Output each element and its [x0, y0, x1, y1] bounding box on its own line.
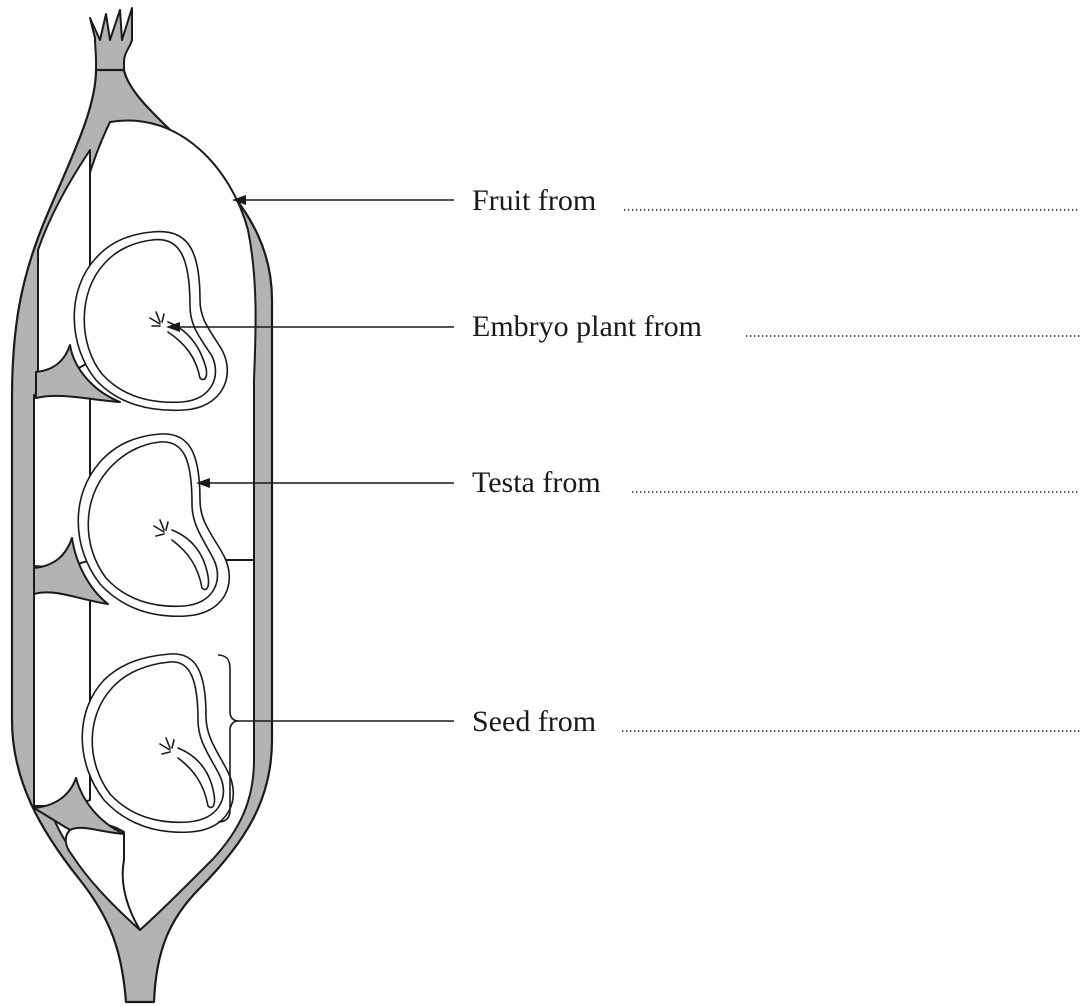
label-embryo: Embryo plant from: [472, 310, 702, 343]
pod-cavity-left-3: [34, 582, 90, 806]
label-fruit: Fruit from: [472, 184, 596, 217]
label-seed: Seed from: [472, 705, 596, 738]
pod-style: [90, 8, 132, 78]
label-testa: Testa from: [472, 466, 601, 499]
leader-fruit: [232, 195, 454, 205]
